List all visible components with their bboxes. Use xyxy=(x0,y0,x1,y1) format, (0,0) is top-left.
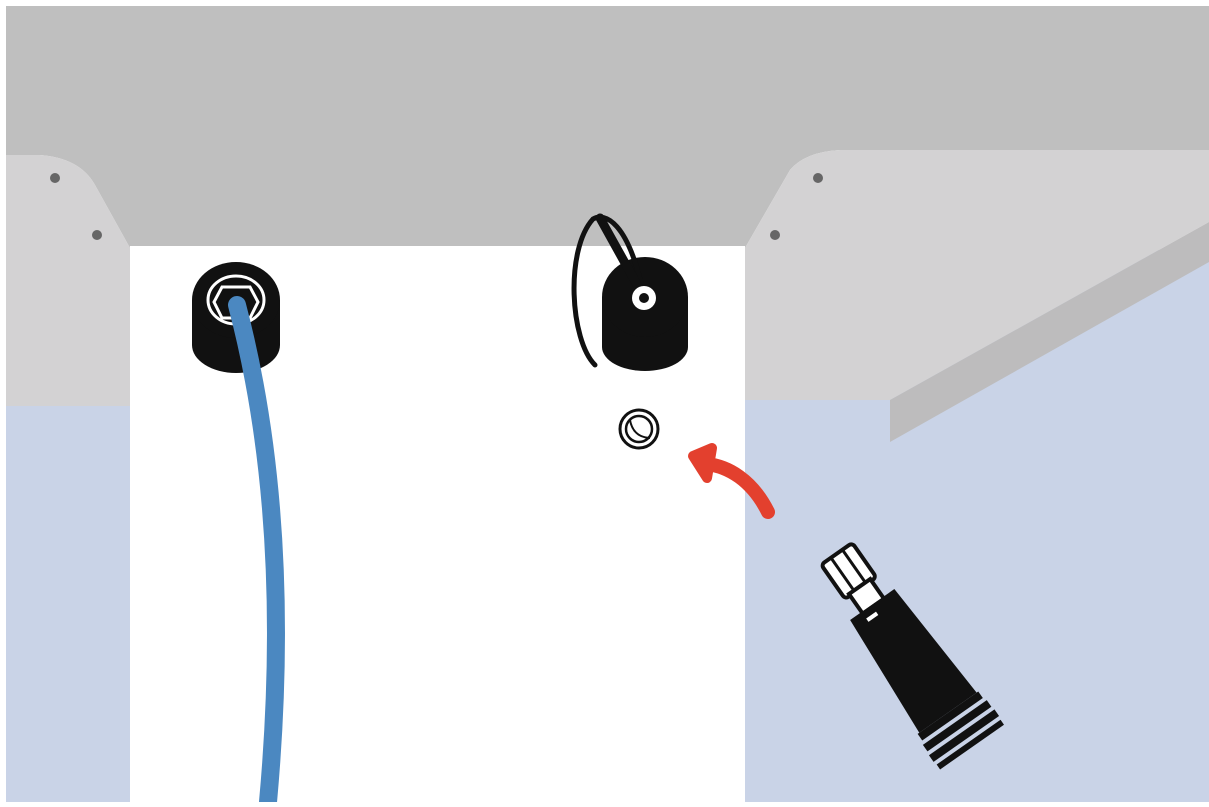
dust-cap-icon xyxy=(571,213,688,371)
screw-right-bottom xyxy=(770,230,780,240)
water-hose xyxy=(228,296,285,807)
left-bracket xyxy=(6,155,130,406)
wall-left xyxy=(6,400,132,802)
right-bracket xyxy=(745,150,1209,400)
empty-port-icon xyxy=(618,408,660,450)
screw-left-bottom xyxy=(92,230,102,240)
connector-plug-icon xyxy=(820,542,1004,770)
insert-arrow-icon xyxy=(688,443,775,519)
screw-right-top xyxy=(813,173,823,183)
right-ledge xyxy=(890,222,1209,442)
screw-left-top xyxy=(50,173,60,183)
ceiling xyxy=(6,6,1209,248)
